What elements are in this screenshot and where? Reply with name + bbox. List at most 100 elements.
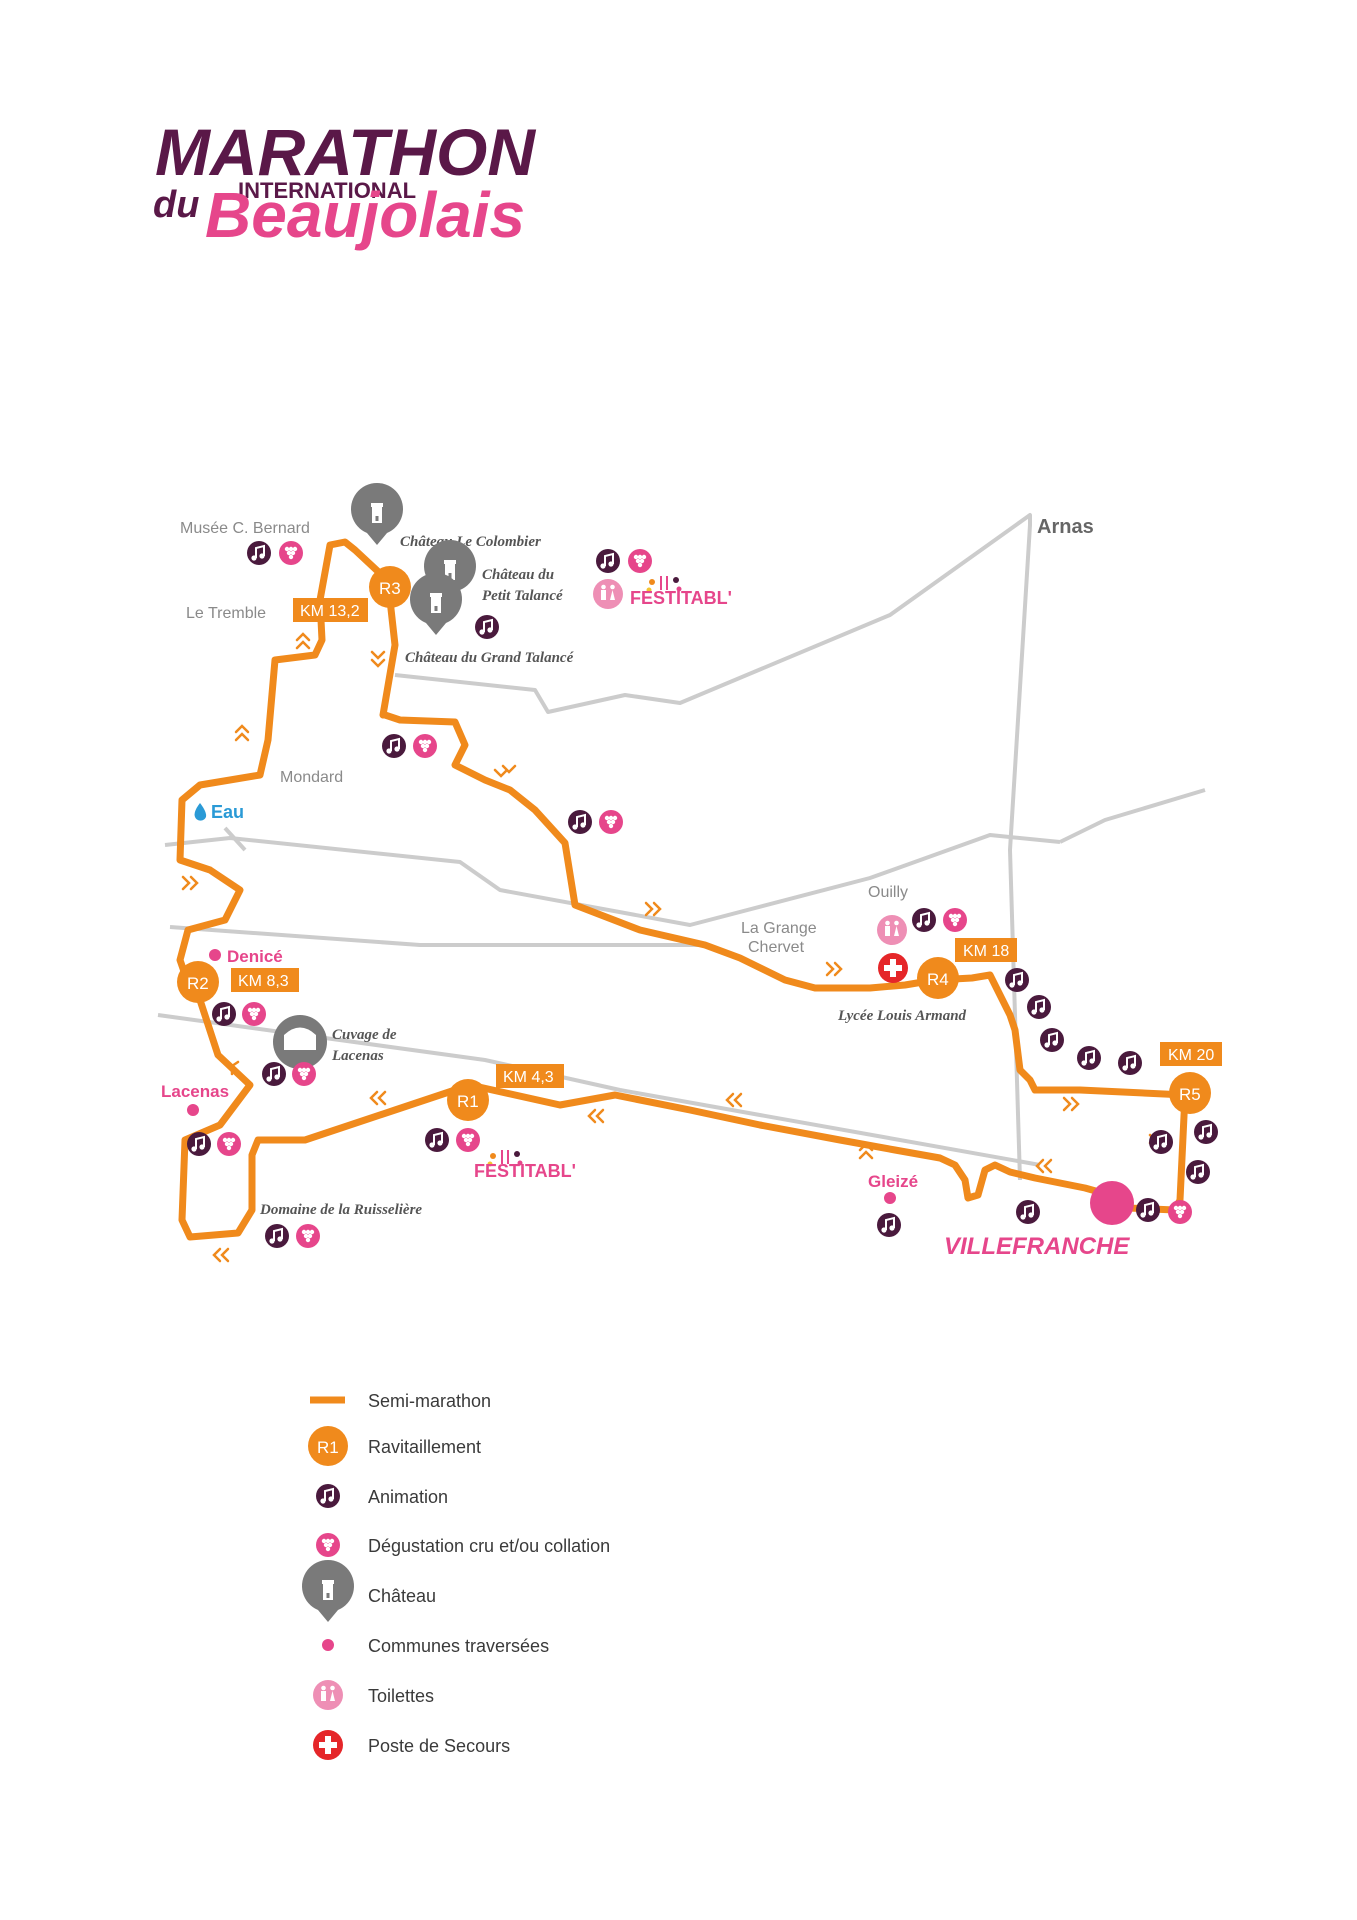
km-markers: KM 13,2 KM 8,3 KM 4,3 KM 18 KM 20 bbox=[231, 598, 1222, 1088]
label-cuvage-1: Cuvage de bbox=[332, 1027, 397, 1043]
label-cuvage-2: Lacenas bbox=[331, 1048, 384, 1064]
music-note-icon bbox=[424, 1127, 450, 1153]
svg-text:R5: R5 bbox=[1179, 1085, 1201, 1104]
road-arnas-north bbox=[394, 513, 1032, 1181]
legend-label: Semi-marathon bbox=[368, 1391, 491, 1411]
music-note-icon bbox=[381, 733, 407, 759]
music-note-icon bbox=[567, 809, 593, 835]
water-label: Eau bbox=[211, 802, 244, 822]
ravitaillement-icon: R3 bbox=[369, 566, 411, 608]
toilets-icon bbox=[593, 579, 623, 609]
music-note-icon bbox=[315, 1483, 341, 1509]
ravitaillement-icon: R1 bbox=[308, 1426, 348, 1466]
ravitaillement-icon: R4 bbox=[917, 957, 959, 999]
music-note-icon bbox=[1193, 1119, 1219, 1145]
music-note-icon bbox=[261, 1061, 287, 1087]
legend-label: Dégustation cru et/ou collation bbox=[368, 1536, 610, 1556]
label-ruisseliere: Domaine de la Ruisselière bbox=[259, 1202, 422, 1218]
legend-label: Poste de Secours bbox=[368, 1736, 510, 1756]
first-aid-icon bbox=[313, 1730, 343, 1760]
music-note-icon bbox=[186, 1131, 212, 1157]
music-note-icon bbox=[474, 614, 500, 640]
grape-icon bbox=[279, 541, 303, 565]
chateau-pin-icon bbox=[302, 1560, 354, 1622]
music-note-icon bbox=[1135, 1197, 1161, 1223]
ravitaillement-icon: R1 bbox=[447, 1079, 489, 1121]
music-note-icon bbox=[595, 548, 621, 574]
svg-text:R2: R2 bbox=[187, 974, 209, 993]
grape-icon bbox=[316, 1533, 340, 1557]
commune-lacenas: Lacenas bbox=[161, 1082, 229, 1101]
place-grange-2: Chervet bbox=[748, 939, 805, 956]
grape-icon bbox=[296, 1224, 320, 1248]
road-mondard bbox=[164, 833, 1061, 927]
music-note-icon bbox=[876, 1212, 902, 1238]
semi-marathon-route bbox=[176, 538, 1189, 1241]
grape-icon bbox=[242, 1002, 266, 1026]
festitabl-logo: FESTITABL' bbox=[474, 1161, 576, 1181]
place-musee: Musée C. Bernard bbox=[180, 520, 310, 537]
festitabl-logo: FESTITABL' bbox=[630, 588, 732, 608]
music-note-icon bbox=[1004, 967, 1030, 993]
ravitaillement-points: R1 R2 R3 R4 R5 bbox=[177, 566, 1211, 1121]
cuvage-icon bbox=[273, 1015, 327, 1069]
label-colombier: Château Le Colombier bbox=[400, 534, 541, 550]
music-note-icon bbox=[211, 1001, 237, 1027]
water-point: Eau bbox=[194, 802, 244, 822]
place-ouilly: Ouilly bbox=[868, 884, 908, 901]
km-18: KM 18 bbox=[963, 943, 1009, 960]
commune-dot-icon bbox=[187, 1104, 199, 1116]
legend-label: Toilettes bbox=[368, 1686, 434, 1706]
ravitaillement-icon: R5 bbox=[1169, 1072, 1211, 1114]
commune-dot-icon bbox=[884, 1192, 896, 1204]
road-middle bbox=[169, 925, 700, 947]
festitabl-south: FESTITABL' bbox=[474, 1149, 576, 1181]
commune-denice: Denicé bbox=[227, 947, 283, 966]
tasting-points bbox=[217, 541, 1192, 1248]
logo-title: MARATHON bbox=[155, 115, 536, 189]
grape-icon bbox=[292, 1062, 316, 1086]
grape-icon bbox=[456, 1128, 480, 1152]
logo-beaujolais: Beaujolais bbox=[205, 179, 525, 251]
music-note-icon bbox=[911, 907, 937, 933]
road-west-short bbox=[223, 826, 247, 852]
music-note-icon bbox=[1026, 994, 1052, 1020]
place-tremble: Le Tremble bbox=[186, 605, 266, 622]
commune-dot-icon bbox=[322, 1639, 334, 1651]
event-logo: MARATHON INTERNATIONAL du Beaujolais bbox=[153, 115, 536, 251]
place-labels: Musée C. Bernard Le Tremble Mondard Ouil… bbox=[180, 516, 1094, 1024]
grape-icon bbox=[599, 810, 623, 834]
chateau-icon bbox=[351, 483, 403, 545]
svg-text:R3: R3 bbox=[379, 579, 401, 598]
grape-icon bbox=[943, 908, 967, 932]
label-grand-talance: Château du Grand Talancé bbox=[405, 650, 575, 666]
music-note-icon bbox=[1117, 1050, 1143, 1076]
grape-icon bbox=[628, 549, 652, 573]
grape-icon bbox=[217, 1132, 241, 1156]
commune-gleize: Gleizé bbox=[868, 1172, 918, 1191]
legend-label: Animation bbox=[368, 1487, 448, 1507]
logo-du: du bbox=[153, 184, 199, 226]
ravitaillement-icon: R2 bbox=[177, 961, 219, 1003]
svg-text:R1: R1 bbox=[457, 1092, 479, 1111]
chateau-pins bbox=[273, 483, 476, 1069]
music-note-icon bbox=[1039, 1027, 1065, 1053]
km-13-2: KM 13,2 bbox=[300, 603, 360, 620]
label-petit-1: Château du bbox=[482, 567, 554, 583]
place-mondard: Mondard bbox=[280, 769, 343, 786]
legend-label: Communes traversées bbox=[368, 1636, 549, 1656]
commune-labels: Denicé Lacenas Gleizé VILLEFRANCHE bbox=[161, 947, 1134, 1260]
first-aid-icon bbox=[878, 953, 908, 983]
svg-text:R4: R4 bbox=[927, 970, 949, 989]
legend: Semi-marathon R1 Ravitaillement Animatio… bbox=[302, 1391, 610, 1760]
toilets-icon bbox=[877, 915, 907, 945]
finish-marker bbox=[1090, 1181, 1134, 1225]
grape-icon bbox=[413, 734, 437, 758]
commune-dot-icon bbox=[209, 949, 221, 961]
music-note-icon bbox=[264, 1223, 290, 1249]
svg-text:R1: R1 bbox=[317, 1438, 339, 1457]
label-petit-2: Petit Talancé bbox=[482, 588, 564, 604]
music-note-icon bbox=[1148, 1129, 1174, 1155]
road-east bbox=[1059, 788, 1206, 844]
place-grange-1: La Grange bbox=[741, 920, 817, 937]
